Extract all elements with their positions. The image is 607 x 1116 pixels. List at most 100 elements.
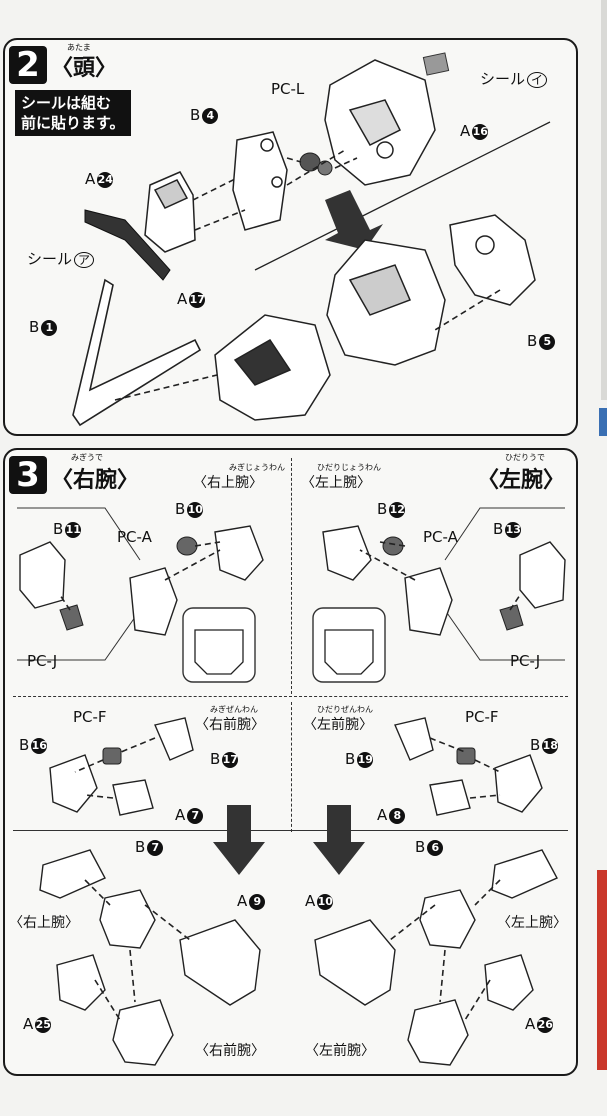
label-b6-letter: B [415, 838, 426, 856]
label-a10-letter: A [305, 892, 316, 910]
assembly-arrow [325, 190, 383, 250]
label-b7-letter: B [135, 838, 146, 856]
label-seal-i: シールイ [480, 68, 548, 89]
label-seal-i-mark: イ [527, 72, 548, 88]
label-b1-letter: B [29, 318, 40, 336]
right-upper-arm-heading: 〈右上腕〉 [193, 475, 263, 491]
seal-note-line2: 前に貼ります。 [21, 114, 125, 132]
assembly-arrow-left [313, 805, 365, 875]
right-upper-arm-callout: 〈右上腕〉 [9, 915, 79, 931]
label-b4-letter: B [190, 106, 201, 124]
label-b4-num: 4 [202, 107, 219, 124]
seal-note-line1: シールは組む [21, 94, 112, 112]
part-a17-drawing [214, 314, 331, 421]
step3-diagram [17, 507, 566, 1066]
label-b16-num: 16 [31, 737, 48, 754]
label-a17-num: 17 [189, 291, 206, 308]
label-b17-num: 17 [222, 751, 239, 768]
label-b10-letter: B [175, 500, 186, 518]
label-a9-letter: A [237, 892, 248, 910]
label-b19-letter: B [345, 750, 356, 768]
step3-dashed-arrows [59, 541, 521, 1021]
label-b18-letter: B [530, 736, 541, 754]
label-b13-letter: B [493, 520, 504, 538]
step3-left-arm-title: 〈左腕〉 [477, 468, 566, 493]
assembly-parts [39, 849, 558, 1066]
label-b18-num: 18 [542, 737, 559, 754]
left-forearm-callout: 〈左前腕〉 [305, 1043, 375, 1059]
step2-number: 2 [9, 46, 47, 84]
part-pcl-drawing [299, 152, 333, 176]
label-b11-num: 11 [65, 521, 82, 538]
part-b4-drawing [232, 131, 288, 231]
step2-diagram [72, 52, 551, 427]
label-seal-i-text: シール [480, 70, 526, 88]
left-upper-arm-callout: 〈左上腕〉 [497, 915, 567, 931]
step2-title: 〈頭〉 [51, 56, 118, 81]
label-a24-num: 24 [97, 171, 114, 188]
label-b1-num: 1 [41, 319, 58, 336]
label-pcj-right: PC-J [27, 652, 58, 670]
part-a16-drawing [324, 59, 436, 186]
dashed-arrows [114, 149, 501, 401]
step3-right-arm-title: 〈右腕〉 [51, 468, 140, 493]
label-a8-num: 8 [389, 807, 406, 824]
page-edge [601, 0, 607, 400]
step2-title-ruby: あたま [67, 43, 91, 52]
label-seal-a-text: シール [27, 250, 73, 268]
label-pcj-left: PC-J [510, 652, 541, 670]
label-b19-num: 19 [357, 751, 374, 768]
label-a26-letter: A [525, 1015, 536, 1033]
label-a26-num: 26 [537, 1016, 554, 1033]
divider-upper-lower [13, 696, 568, 697]
label-b12-num: 12 [389, 501, 406, 518]
label-b13-num: 13 [505, 521, 522, 538]
label-b16-letter: B [19, 736, 30, 754]
label-seal-a: シールア [27, 248, 95, 269]
page-edge-red-tab [597, 870, 607, 1070]
step2-panel: 2 あたま 〈頭〉 シールは組む 前に貼ります。 [3, 38, 578, 436]
left-upper-arm-heading: 〈左上腕〉 [301, 475, 371, 491]
step3-number: 3 [9, 456, 47, 494]
label-b5-letter: B [527, 332, 538, 350]
label-a7-letter: A [175, 806, 186, 824]
step3-right-arm-ruby: みぎうで [71, 453, 103, 462]
label-pca-left: PC-A [423, 528, 458, 546]
divider-forearm-assembly [13, 830, 568, 831]
label-b5-num: 5 [539, 333, 556, 350]
right-fore-ruby: みぎぜんわん [210, 705, 258, 714]
label-pcl: PC-L [271, 80, 305, 98]
part-b1-drawing [72, 278, 202, 427]
label-a7-num: 7 [187, 807, 204, 824]
label-a10-num: 10 [317, 893, 334, 910]
right-forearm-callout: 〈右前腕〉 [195, 1043, 265, 1059]
label-b11-letter: B [53, 520, 64, 538]
label-a24-letter: A [85, 170, 96, 188]
label-a8-letter: A [377, 806, 388, 824]
assembly-arrow-right [213, 805, 265, 875]
left-fore-ruby: ひだりぜんわん [317, 705, 373, 714]
label-pcf-right: PC-F [73, 708, 107, 726]
label-a16-letter: A [460, 122, 471, 140]
center-divider-mid [291, 702, 292, 832]
seal-note: シールは組む 前に貼ります。 [15, 90, 131, 136]
label-a17-letter: A [177, 290, 188, 308]
